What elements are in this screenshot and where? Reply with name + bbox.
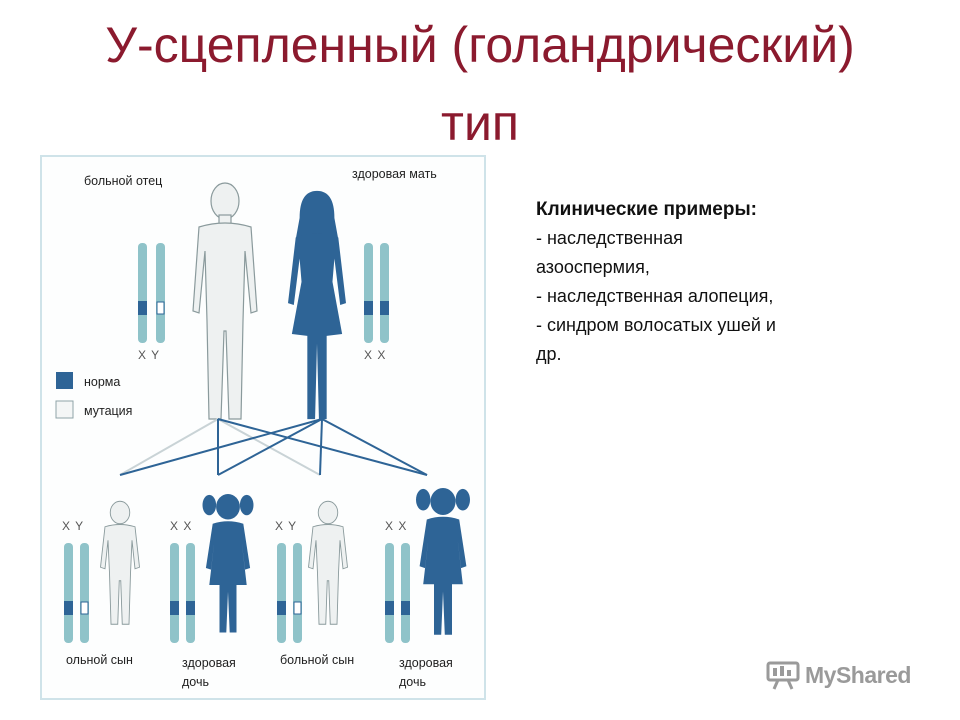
mother-xx-label: X X	[364, 348, 386, 362]
father-label: больной отец	[84, 174, 162, 188]
presentation-board-icon	[766, 661, 800, 690]
clinical-example-line: азооспермия,	[536, 257, 650, 277]
daughter1-xx-label: X X	[170, 519, 192, 533]
legend-norm-label: норма	[84, 375, 120, 389]
father-figure	[192, 182, 258, 420]
father-xy-label: X Y	[138, 348, 160, 362]
legend-mutation-label: мутация	[84, 404, 132, 418]
myshared-logo: MyShared	[766, 657, 911, 693]
daughter2-label-line2: дочь	[399, 675, 426, 689]
son1-label: ольной сын	[66, 653, 133, 667]
mother-label: здоровая мать	[352, 167, 437, 181]
son2-figure	[307, 500, 349, 625]
pedigree-diagram: больной отец здоровая мать X Y X X норма…	[40, 155, 486, 700]
slide-title-line1: У-сцепленный (голандрический)	[105, 17, 855, 73]
daughter2-label-line1: здоровая	[399, 656, 453, 670]
clinical-examples: Клинические примеры: - наследственная аз…	[536, 195, 896, 369]
legend-norm-swatch	[56, 372, 73, 389]
son2-chromosomes	[277, 543, 302, 643]
daughter1-label-line1: здоровая	[182, 656, 236, 670]
clinical-example-line: др.	[536, 344, 562, 364]
inheritance-lines	[119, 418, 428, 476]
father-chromosomes	[138, 243, 165, 343]
son1-xy-label: X Y	[62, 519, 84, 533]
daughter2-chromosomes	[385, 543, 410, 643]
daughter1-label-line2: дочь	[182, 675, 209, 689]
son2-label: больной сын	[280, 653, 354, 667]
son2-xy-label: X Y	[275, 519, 297, 533]
clinical-example-line: - наследственная	[536, 228, 683, 248]
mother-chromosomes	[364, 243, 389, 343]
daughter2-figure	[416, 488, 470, 635]
clinical-examples-heading: Клинические примеры:	[536, 199, 757, 220]
daughter1-chromosomes	[170, 543, 195, 643]
logo-text: MyShared	[805, 661, 911, 688]
legend-mutation-swatch	[55, 400, 74, 419]
clinical-example-line: - наследственная алопеция,	[536, 286, 774, 306]
daughter2-xx-label: X X	[385, 519, 407, 533]
mother-figure	[288, 190, 346, 420]
daughter1-figure	[202, 494, 254, 633]
son1-chromosomes	[64, 543, 89, 643]
slide-title-line2: тип	[441, 95, 519, 151]
clinical-example-line: - синдром волосатых ушей и	[536, 315, 776, 335]
son1-figure	[99, 500, 141, 625]
